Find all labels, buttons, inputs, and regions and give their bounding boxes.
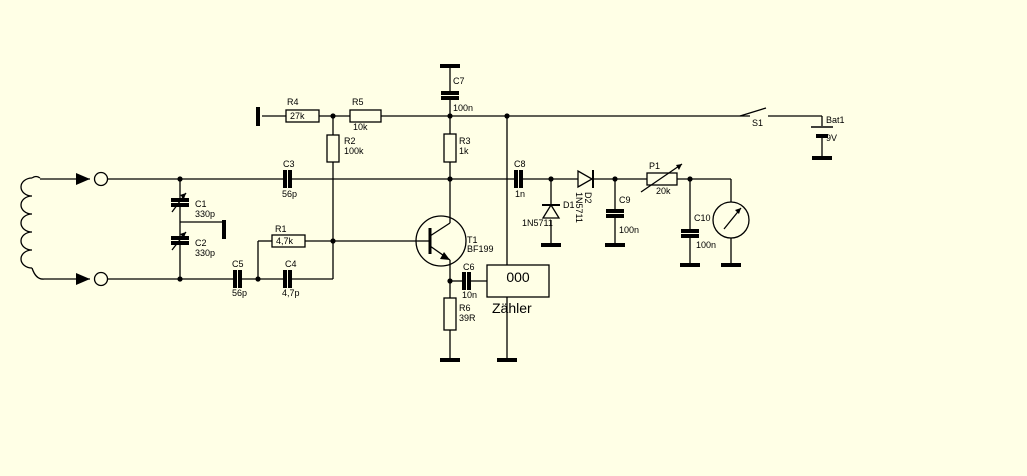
r5-ref: R5: [352, 97, 364, 107]
c4-ref: C4: [285, 259, 297, 269]
input-terminal-top: [93, 171, 109, 187]
d2-value: 1N5711: [574, 192, 584, 223]
d2-ref: D2: [583, 192, 593, 204]
c6-value: 10n: [462, 290, 477, 300]
resistor-r4: R4 27k: [285, 97, 320, 123]
diode-d2: D2 1N5711: [574, 169, 594, 223]
battery-bat1: Bat1 9V: [811, 115, 845, 143]
p1-ref: P1: [649, 161, 660, 171]
capacitor-c8: C8 1n: [514, 159, 526, 199]
c1-ref: C1: [195, 199, 207, 209]
c2-value: 330p: [195, 248, 215, 258]
c3-ref: C3: [283, 159, 295, 169]
capacitor-c3: C3 56p: [282, 159, 297, 199]
switch-s1: S1: [739, 107, 767, 128]
bat1-ref: Bat1: [826, 115, 845, 125]
c10-ref: C10: [694, 213, 711, 223]
bat1-value: 9V: [826, 133, 837, 143]
s1-ref: S1: [752, 118, 763, 128]
c3-value: 56p: [282, 189, 297, 199]
r3-ref: R3: [459, 136, 471, 146]
r4-ref: R4: [287, 97, 299, 107]
loop-coil: [20, 173, 90, 285]
c8-value: 1n: [515, 189, 525, 199]
resistor-r6: R6 39R: [443, 297, 476, 331]
variable-capacitor-c1: C1 330p: [171, 192, 215, 219]
r1-value: 4,7k: [276, 236, 294, 246]
c1-value: 330p: [195, 209, 215, 219]
r5-value: 10k: [353, 122, 368, 132]
d1-value: 1N5711: [522, 218, 553, 228]
capacitor-c9: C9 100n: [606, 195, 639, 235]
r4-value: 27k: [290, 111, 305, 121]
p1-value: 20k: [656, 186, 671, 196]
c2-ref: C2: [195, 238, 207, 248]
input-terminal-bottom: [93, 271, 109, 287]
c7-ref: C7: [453, 76, 465, 86]
c9-ref: C9: [619, 195, 631, 205]
t1-value: BF199: [467, 244, 494, 254]
junction-dots: [177, 113, 693, 284]
meter: [712, 201, 750, 239]
c7-value: 100n: [453, 103, 473, 113]
c10-value: 100n: [696, 240, 716, 250]
resistor-r5: R5 10k: [349, 97, 382, 132]
resistor-r1: R1 4,7k: [271, 224, 306, 248]
d1-ref: D1: [563, 200, 575, 210]
potentiometer-p1: P1 20k: [640, 161, 683, 196]
c5-ref: C5: [232, 259, 244, 269]
c4-value: 4,7p: [282, 288, 300, 298]
t1-ref: T1: [467, 235, 478, 245]
variable-capacitor-c2: C2 330p: [171, 231, 215, 258]
ground-bars: [222, 64, 832, 362]
counter-label: Zähler: [492, 300, 532, 316]
c5-value: 56p: [232, 288, 247, 298]
transistor-t1: T1 BF199: [415, 215, 494, 267]
r6-value: 39R: [459, 313, 476, 323]
capacitor-c7: C7 100n: [441, 76, 473, 113]
diode-d1: D1 1N5711: [522, 200, 575, 228]
c8-ref: C8: [514, 159, 526, 169]
capacitor-c4: C4 4,7p: [282, 259, 300, 298]
r3-value: 1k: [459, 146, 469, 156]
r6-ref: R6: [459, 303, 471, 313]
r2-value: 100k: [344, 146, 364, 156]
capacitor-c5: C5 56p: [232, 259, 247, 298]
resistor-r2: R2 100k: [326, 134, 364, 163]
wires: [107, 68, 823, 360]
counter-display: 000: [506, 269, 530, 285]
r1-ref: R1: [275, 224, 287, 234]
resistor-r3: R3 1k: [443, 133, 471, 163]
r2-ref: R2: [344, 136, 356, 146]
c9-value: 100n: [619, 225, 639, 235]
capacitor-c10: C10 100n: [681, 213, 716, 250]
capacitor-c6: C6 10n: [462, 262, 477, 300]
c6-ref: C6: [463, 262, 475, 272]
counter-module: 000 Zähler: [486, 264, 550, 316]
